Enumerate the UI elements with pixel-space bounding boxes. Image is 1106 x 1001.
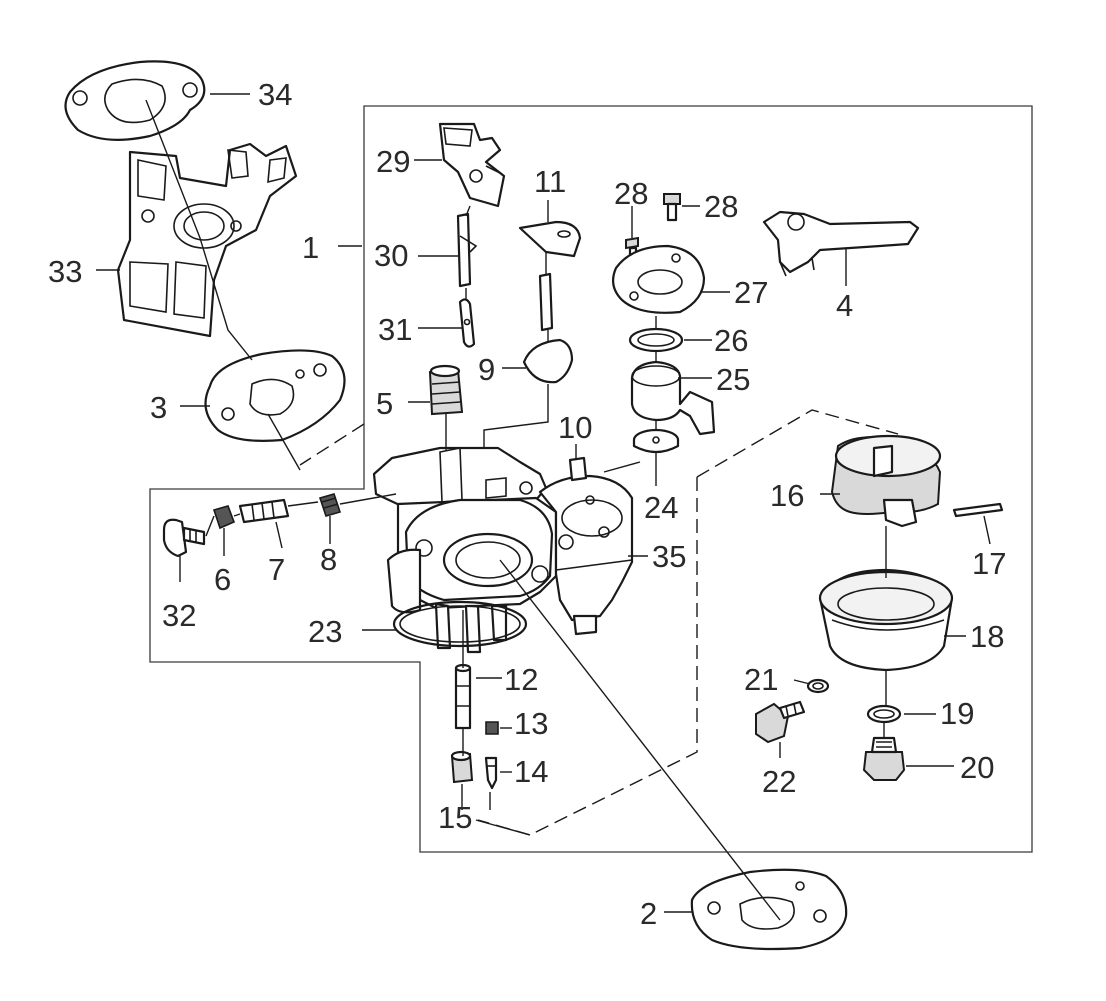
callout-26: 26 — [714, 323, 748, 358]
part-7-pilot-screw — [238, 498, 319, 524]
part-21-washer — [806, 678, 830, 694]
callout-23: 23 — [308, 614, 342, 649]
callout-1: 1 — [302, 230, 319, 265]
part-30-choke-shaft — [456, 212, 478, 288]
part-20-drain-plug — [862, 736, 906, 781]
callout-17: 17 — [972, 546, 1006, 581]
part-15-main-jet — [450, 750, 474, 784]
callout-8: 8 — [320, 542, 337, 577]
callout-34: 34 — [258, 77, 292, 112]
callout-9: 9 — [478, 352, 495, 387]
part-12-main-nozzle — [454, 663, 472, 730]
callout-21: 21 — [744, 662, 778, 697]
part-17-float-pin — [952, 502, 1004, 518]
part-26-o-ring — [628, 327, 684, 353]
callout-19: 19 — [940, 696, 974, 731]
leader-lines — [96, 93, 991, 921]
callout-32: 32 — [162, 598, 196, 633]
callout-33: 33 — [48, 254, 82, 289]
part-14-float-needle — [484, 756, 498, 790]
part-19-washer — [866, 704, 902, 724]
callout-12: 12 — [504, 662, 538, 697]
callout-29: 29 — [376, 144, 410, 179]
part-32-screw — [162, 518, 206, 558]
part-33-insulator-bracket — [116, 142, 298, 338]
callout-30: 30 — [374, 238, 408, 273]
part-24-valve-seat — [632, 428, 680, 454]
callout-22: 22 — [762, 764, 796, 799]
callout-13: 13 — [514, 706, 548, 741]
callout-28-right: 28 — [704, 189, 738, 224]
part-6-spring — [212, 505, 236, 530]
callout-3: 3 — [150, 390, 167, 425]
callout-7: 7 — [268, 552, 285, 587]
part-8-spring — [318, 493, 342, 517]
callout-4: 4 — [836, 288, 853, 323]
part-5-pilot-jet — [428, 364, 464, 416]
part-25-valve-holder — [630, 360, 716, 436]
carburetor-body — [372, 446, 634, 654]
part-28-screw-2 — [663, 193, 681, 222]
part-22-bowl-screw — [755, 700, 806, 744]
part-18-float-bowl — [818, 568, 954, 672]
part-13-spring — [485, 721, 499, 735]
part-4-lever-arm — [762, 210, 920, 277]
assembly-frame — [149, 105, 1033, 853]
callout-35: 35 — [652, 539, 686, 574]
part-31-choke-valve — [458, 298, 476, 348]
callout-11: 11 — [534, 164, 566, 199]
callout-20: 20 — [960, 750, 994, 785]
part-2-gasket — [690, 868, 848, 951]
callout-28-left: 28 — [614, 176, 648, 211]
callout-24: 24 — [644, 490, 678, 525]
callout-5: 5 — [376, 386, 393, 421]
callout-15: 15 — [438, 800, 472, 835]
callout-18: 18 — [970, 619, 1004, 654]
part-23-bowl-gasket — [392, 600, 528, 648]
callout-25: 25 — [716, 362, 750, 397]
callout-10: 10 — [558, 410, 592, 445]
part-29-choke-lever — [438, 122, 506, 208]
part-3-gasket — [204, 349, 346, 442]
callout-6: 6 — [214, 562, 231, 597]
callout-31: 31 — [378, 312, 412, 347]
part-34-gasket — [64, 60, 206, 141]
callout-14: 14 — [514, 754, 548, 789]
callout-2: 2 — [640, 896, 657, 931]
part-27-cover-plate — [611, 244, 706, 314]
part-9-throttle-valve — [522, 338, 574, 384]
part-11-throttle-lever — [518, 220, 582, 332]
part-16-float — [830, 434, 942, 528]
callout-27: 27 — [734, 275, 768, 310]
callout-16: 16 — [770, 478, 804, 513]
callout-labels: 34 33 3 1 29 11 28 28 30 27 4 31 26 9 25… — [48, 77, 1006, 931]
